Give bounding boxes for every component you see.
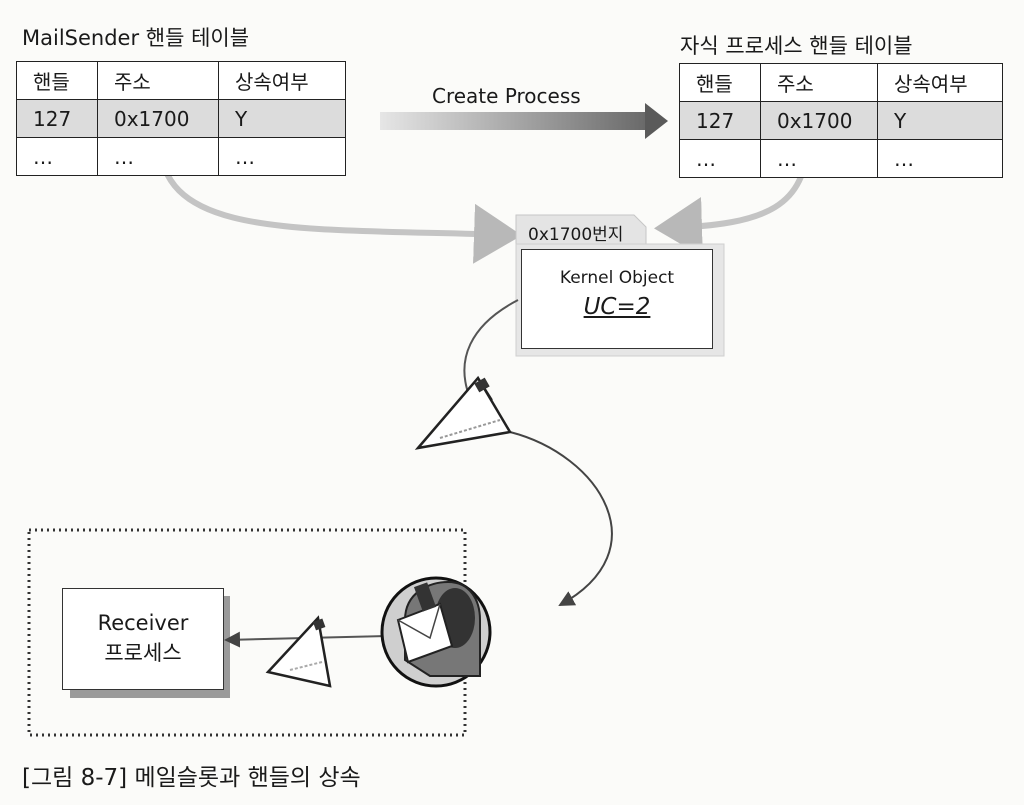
header-inherit: 상속여부 (218, 61, 346, 100)
envelope-to-mailbox-arrow (509, 431, 613, 606)
table-row: 127 0x1700 Y (679, 101, 1003, 140)
cell-address: 0x1700 (760, 101, 878, 140)
cell-address: 0x1700 (97, 99, 219, 138)
kernel-object-address: 0x1700번지 (528, 225, 624, 245)
cell-handle: 127 (16, 99, 98, 138)
kernel-object-title: Kernel Object (559, 268, 675, 288)
table-header-row: 핸들 주소 상속여부 (16, 61, 346, 100)
table-row: 127 0x1700 Y (16, 99, 346, 138)
cell-handle: … (679, 139, 761, 178)
figure-caption: [그림 8-7] 메일슬롯과 핸들의 상속 (22, 765, 361, 791)
table-header-row: 핸들 주소 상속여부 (679, 63, 1003, 102)
receiver-process-boundary (27, 528, 467, 737)
cell-inherit: Y (218, 99, 346, 138)
right-table-title: 자식 프로세스 핸들 테이블 (680, 34, 913, 58)
kernel-object-usage-count: UC=2 (583, 294, 651, 320)
create-process-label: Create Process (432, 84, 581, 108)
table-row: … … … (16, 137, 346, 176)
kernel-object-box: Kernel Object UC=2 (521, 249, 713, 349)
receiver-line1: Receiver (97, 611, 189, 635)
receiver-process-box: Receiver 프로세스 (62, 588, 224, 690)
cell-address: … (97, 137, 219, 176)
left-table-title: MailSender 핸들 테이블 (22, 26, 250, 50)
kernel-to-envelope-line (463, 299, 519, 399)
header-address: 주소 (97, 61, 219, 100)
mailbox-icon (380, 576, 492, 688)
right-handle-table: 핸들 주소 상속여부 127 0x1700 Y … … … (679, 63, 1003, 178)
cell-inherit: … (218, 137, 346, 176)
cell-address: … (760, 139, 878, 178)
mail-envelope-icon (414, 375, 512, 450)
cell-handle: … (16, 137, 98, 176)
cell-inherit: … (877, 139, 1003, 178)
header-address: 주소 (760, 63, 878, 102)
cell-handle: 127 (679, 101, 761, 140)
small-envelope-icon (265, 615, 332, 688)
left-handle-table: 핸들 주소 상속여부 127 0x1700 Y … … … (16, 61, 346, 176)
header-handle: 핸들 (16, 61, 98, 100)
cell-inherit: Y (877, 101, 1003, 140)
header-handle: 핸들 (679, 63, 761, 102)
table-row: … … … (679, 139, 1003, 178)
receiver-line2: 프로세스 (104, 641, 182, 665)
header-inherit: 상속여부 (877, 63, 1003, 102)
create-process-arrow (380, 103, 668, 139)
